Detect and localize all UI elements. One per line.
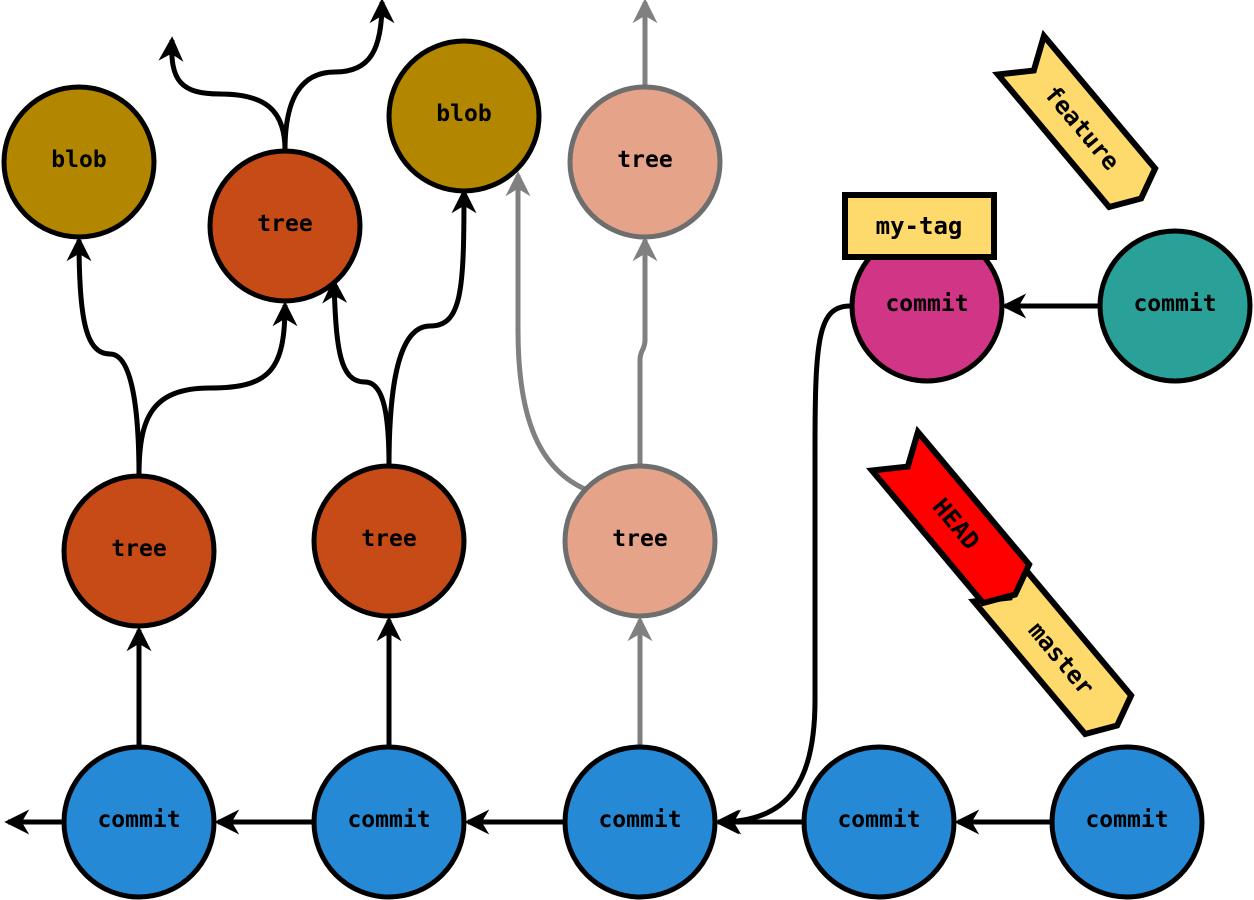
head-ref: HEAD bbox=[866, 425, 1033, 607]
tag-label: my-tag bbox=[876, 212, 963, 240]
edge-tree2-blob2 bbox=[386, 188, 477, 467]
tree-label: tree bbox=[111, 536, 166, 562]
commit-circle bbox=[1097, 228, 1253, 384]
commit-node-5: commit bbox=[1049, 744, 1205, 900]
tree-circle bbox=[562, 463, 718, 619]
commit-label: commit bbox=[598, 807, 681, 833]
commit-node-feature: commit bbox=[1097, 228, 1253, 384]
commit-label: commit bbox=[1133, 291, 1216, 317]
tree-node-top-faded: tree bbox=[567, 84, 723, 240]
commit-label: commit bbox=[347, 807, 430, 833]
edge-tree2-treesub bbox=[322, 278, 392, 467]
edge-tree3-treetop bbox=[632, 236, 658, 466]
tree-label: tree bbox=[612, 526, 667, 552]
commit-node-3: commit bbox=[562, 744, 718, 900]
feature-ref: feature bbox=[992, 29, 1159, 211]
commit-label: commit bbox=[1085, 807, 1168, 833]
tree-circle bbox=[61, 473, 217, 629]
tree-label: tree bbox=[361, 526, 416, 552]
blob-label: blob bbox=[436, 101, 491, 127]
commit-node-tagged: commit bbox=[849, 228, 1005, 384]
tree-circle bbox=[567, 84, 723, 240]
tree-label: tree bbox=[257, 211, 312, 237]
commit-node-4: commit bbox=[801, 744, 957, 900]
commit-circle bbox=[562, 744, 718, 900]
commit-circle bbox=[801, 744, 957, 900]
blob-label: blob bbox=[51, 147, 106, 173]
commit-node-2: commit bbox=[311, 744, 467, 900]
commit-circle bbox=[1049, 744, 1205, 900]
head-ribbon bbox=[866, 425, 1033, 607]
blob-node-1: blob bbox=[1, 84, 157, 240]
tag-box bbox=[842, 192, 997, 260]
commit-circle bbox=[61, 744, 217, 900]
edge-treesub-offscreen-b bbox=[282, 0, 395, 151]
commit-label: commit bbox=[97, 807, 180, 833]
edge-treesub-offscreen-a bbox=[158, 36, 288, 151]
edge-tagged-commit3 bbox=[716, 303, 851, 835]
feature-ribbon bbox=[992, 29, 1159, 211]
commit-node-1: commit bbox=[61, 744, 217, 900]
edge-tree1-treesub bbox=[136, 301, 298, 477]
tree-node-3-faded: tree bbox=[562, 463, 718, 619]
commit-label: commit bbox=[885, 291, 968, 317]
tree-node-sub: tree bbox=[207, 148, 363, 304]
blob-circle bbox=[1, 84, 157, 240]
tree-node-1: tree bbox=[61, 473, 217, 629]
commit-circle bbox=[311, 744, 467, 900]
tree-circle bbox=[311, 463, 467, 619]
tree-circle bbox=[207, 148, 363, 304]
edge-tree1-blob1 bbox=[66, 236, 142, 477]
blob-node-2: blob bbox=[386, 38, 542, 194]
tree-label: tree bbox=[617, 147, 672, 173]
commit-label: commit bbox=[837, 807, 920, 833]
tag-ref: my-tag bbox=[842, 192, 997, 260]
blob-circle bbox=[386, 38, 542, 194]
edge-tree3-blob2 bbox=[505, 171, 588, 493]
tree-node-2: tree bbox=[311, 463, 467, 619]
